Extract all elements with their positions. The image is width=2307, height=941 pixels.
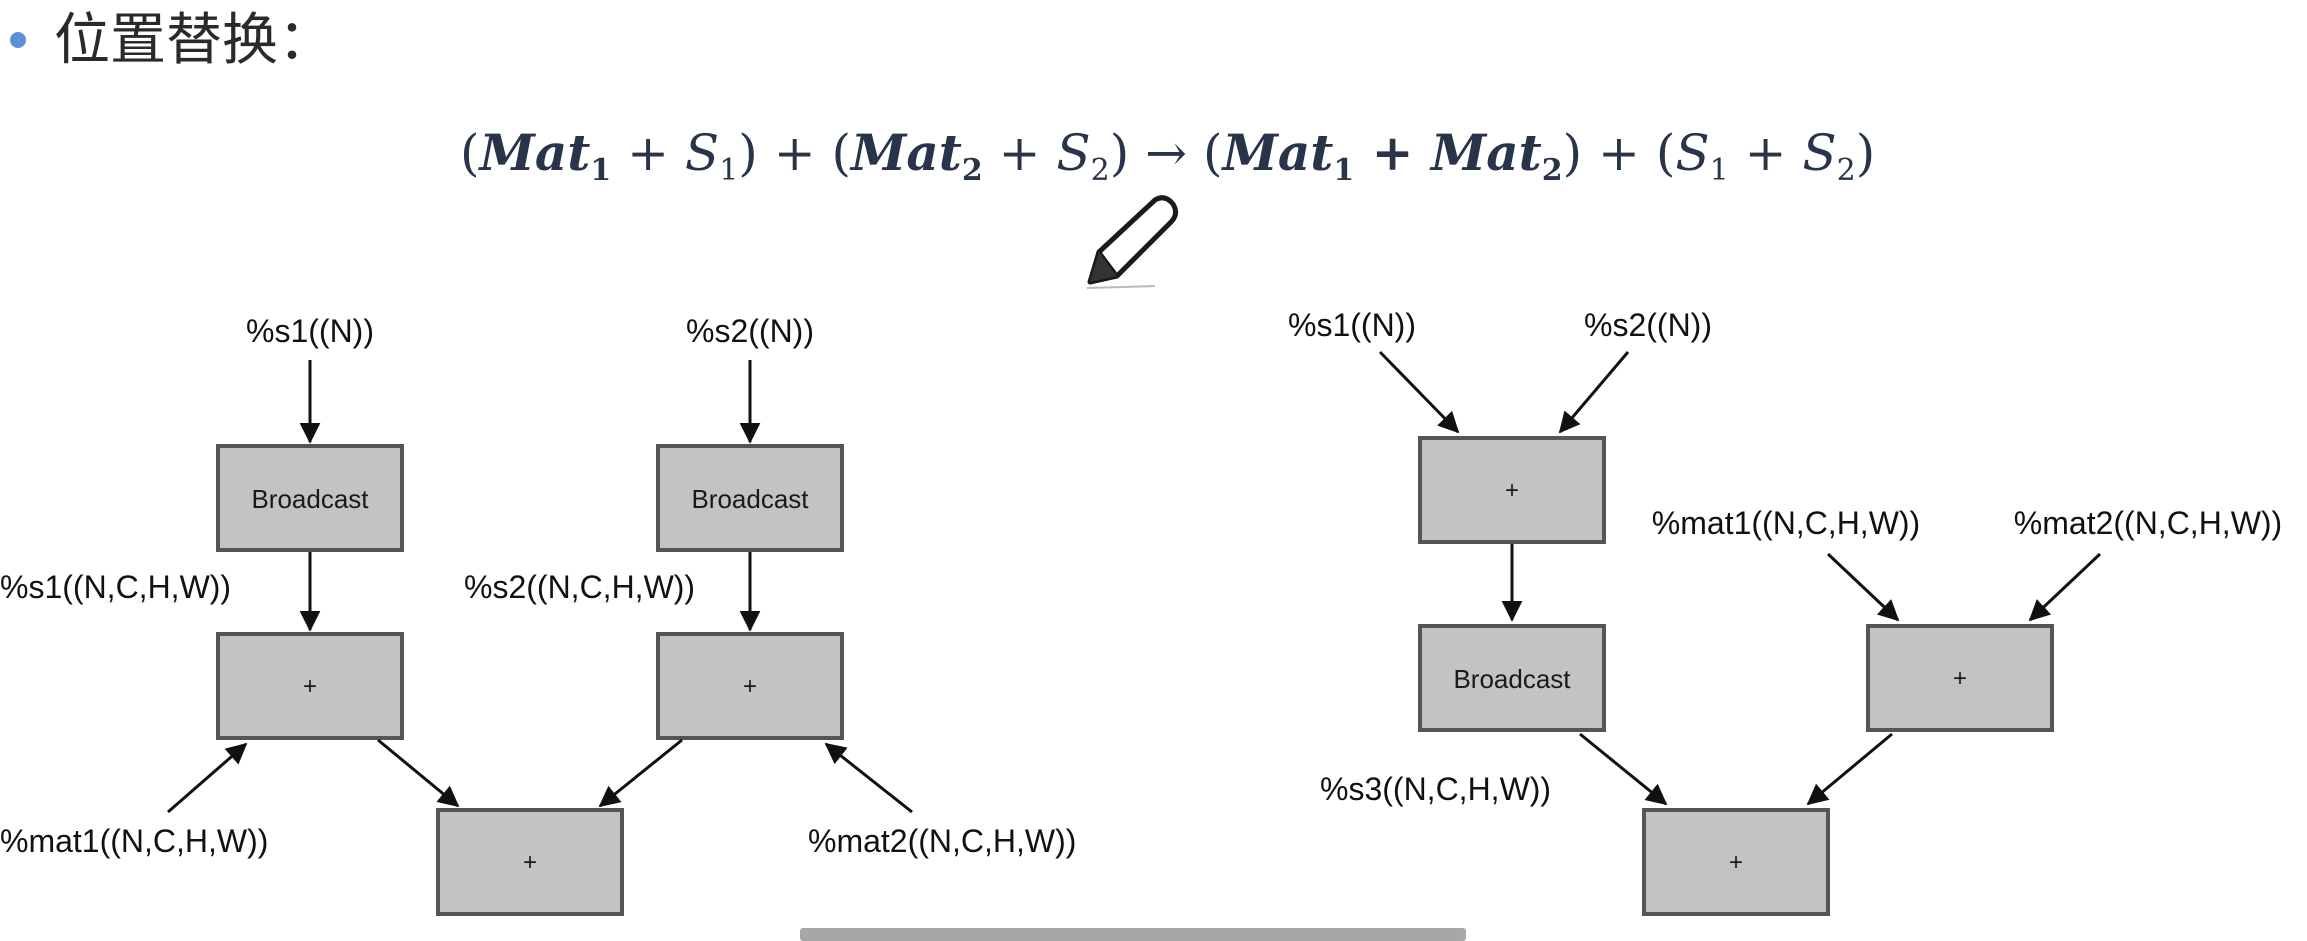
formula-op: + [611,124,685,182]
formula-op: + [983,124,1057,182]
page-heading: 位置替换： [54,8,334,73]
formula-mat: Mat [849,123,962,182]
label-right-s1-input: %s1((N)) [1288,307,1416,343]
formula-mat: Mat [1429,123,1542,182]
formula-paren: ( [1203,124,1223,182]
node-broadcast-1-label: Broadcast [251,484,369,514]
node-right-broadcast[interactable]: Broadcast [1418,624,1606,732]
edge-add1-to-add3 [377,738,460,808]
formula-op: + [1354,123,1431,182]
node-right-add-out-label: + [1729,849,1743,876]
edge-right-addmat-to-out [1806,732,1893,806]
formula-text: (Mat1 + S1) + (Mat2 + S2) → (Mat1 + Mat2… [460,123,1875,188]
formula-s: S [685,124,719,182]
node-add-3[interactable]: + [436,808,624,916]
node-broadcast-2[interactable]: Broadcast [656,444,844,552]
horizontal-scrollbar[interactable] [800,928,1466,941]
formula-paren: ( [460,124,480,182]
formula-paren: ) [738,124,758,182]
label-s1-broadcast: %s1((N,C,H,W)) [0,569,231,605]
formula-op: + [758,124,832,182]
label-right-mat1: %mat1((N,C,H,W)) [1652,505,1920,541]
label-mat1: %mat1((N,C,H,W)) [0,823,268,859]
bullet-icon [10,32,26,48]
formula-svg: (Mat1 + S1) + (Mat2 + S2) → (Mat1 + Mat2… [460,123,1875,188]
formula-paren: ( [831,124,851,182]
formula-paren: ) [1856,124,1876,182]
node-add-2-label: + [743,673,757,700]
node-add-1-label: + [303,673,317,700]
formula-mat: Mat [478,123,591,182]
formula-mat: Mat [1220,123,1333,182]
right-graph: %s1((N)) %s2((N)) + Broadcast %mat1((N,C… [1288,307,2282,916]
node-right-add-mat[interactable]: + [1866,624,2054,732]
node-broadcast-1[interactable]: Broadcast [216,444,404,552]
computation-graphs: %s1((N)) %s2((N)) Broadcast Broadcast %s… [0,307,2282,916]
formula-sub: 1 [719,153,738,188]
edge-right-mat1-to-add [1826,552,1900,622]
label-right-mat2: %mat2((N,C,H,W)) [2014,505,2282,541]
formula-paren: ) [1563,124,1583,182]
node-add-1[interactable]: + [216,632,404,740]
edge-add2-to-add3 [598,738,683,808]
formula-arrow: → [1129,124,1203,182]
title-row: 位置替换： [0,0,600,80]
edge-right-s2-to-add [1558,351,1630,434]
formula-sub: 1 [590,153,611,188]
node-right-broadcast-label: Broadcast [1453,664,1571,694]
node-add-3-label: + [523,849,537,876]
formula-paren: ( [1656,124,1676,182]
formula: (Mat1 + S1) + (Mat2 + S2) → (Mat1 + Mat2… [460,118,1880,198]
edge-right-broadcast-to-out [1579,732,1668,806]
node-right-add-s[interactable]: + [1418,436,1606,544]
label-mat2: %mat2((N,C,H,W)) [808,823,1076,859]
edge-mat1-to-add1 [167,742,248,814]
formula-op: + [1729,124,1803,182]
formula-sub: 1 [1710,153,1729,188]
label-s2-broadcast: %s2((N,C,H,W)) [464,569,695,605]
formula-sub: 2 [1542,153,1563,188]
formula-op: + [1582,124,1656,182]
formula-s: S [1056,124,1090,182]
formula-sub: 1 [1333,153,1354,188]
label-right-s2-input: %s2((N)) [1584,307,1712,343]
formula-paren: ) [1110,124,1130,182]
formula-sub: 2 [1837,153,1856,188]
formula-sub: 2 [962,153,983,188]
formula-sub: 2 [1091,153,1110,188]
pencil-icon[interactable] [1075,190,1185,300]
label-s2-input: %s2((N)) [686,313,814,349]
node-right-add-s-label: + [1505,477,1519,504]
edge-right-mat2-to-add [2028,552,2102,622]
label-right-s3: %s3((N,C,H,W)) [1320,771,1551,807]
formula-s: S [1675,124,1709,182]
node-broadcast-2-label: Broadcast [691,484,809,514]
node-right-add-out[interactable]: + [1642,808,1830,916]
edge-right-s1-to-add [1378,350,1460,434]
formula-s: S [1802,124,1836,182]
node-right-add-mat-label: + [1953,665,1967,692]
node-add-2[interactable]: + [656,632,844,740]
left-graph: %s1((N)) %s2((N)) Broadcast Broadcast %s… [0,313,1076,916]
edge-mat2-to-add2 [824,742,913,814]
label-s1-input: %s1((N)) [246,313,374,349]
